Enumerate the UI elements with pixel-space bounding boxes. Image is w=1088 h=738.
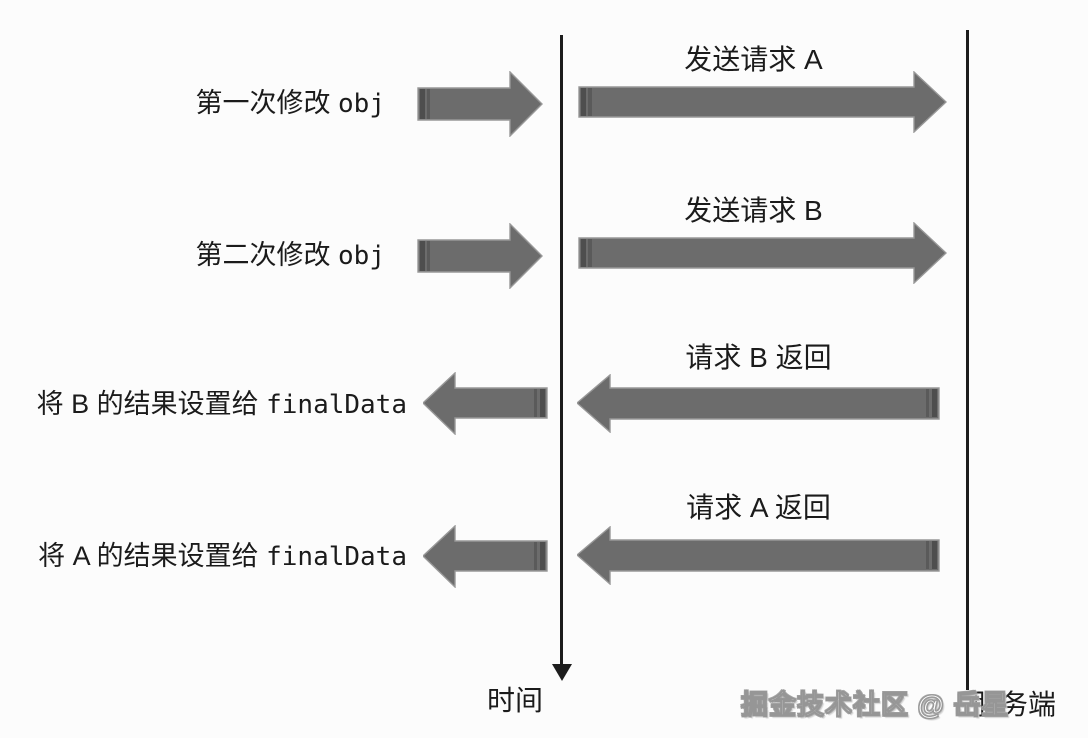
server-lifeline-line xyxy=(966,30,969,690)
client-modify-arrow-icon xyxy=(417,223,543,289)
row-label-code: finalData xyxy=(266,542,407,572)
row-label-text: 第一次修改 xyxy=(195,88,339,118)
row-label-second-modify: 第二次修改 obj xyxy=(196,236,385,274)
timeline-label: 时间 xyxy=(487,685,544,716)
row-label-set-a-result: 将 A 的结果设置给 finalData xyxy=(38,537,407,575)
send-request-b-arrow-icon xyxy=(578,222,947,284)
response-b-arrow-icon xyxy=(577,374,940,433)
response-b-label: 请求 B 返回 xyxy=(685,342,832,373)
client-modify-arrow-icon xyxy=(417,71,543,137)
timeline-arrowhead-icon xyxy=(552,664,572,681)
timeline-axis-line xyxy=(560,35,563,666)
row-label-code: obj xyxy=(338,89,385,119)
row-label-code: finalData xyxy=(266,390,407,420)
set-result-b-arrow-icon xyxy=(423,372,548,435)
row-label-text: 将 A 的结果设置给 xyxy=(38,541,267,571)
send-request-a-label: 发送请求 A xyxy=(684,44,823,75)
set-result-a-arrow-icon xyxy=(423,525,548,588)
response-a-arrow-icon xyxy=(577,526,940,585)
send-request-b-label: 发送请求 B xyxy=(684,195,823,226)
send-request-a-arrow-icon xyxy=(578,71,947,133)
response-a-label: 请求 A 返回 xyxy=(686,492,831,523)
row-label-set-b-result: 将 B 的结果设置给 finalData xyxy=(37,385,407,423)
watermark: 掘金技术社区 @ 岳星 xyxy=(740,690,1010,721)
row-label-code: obj xyxy=(338,241,385,271)
row-label-text: 第二次修改 xyxy=(195,240,339,270)
row-label-first-modify: 第一次修改 obj xyxy=(196,84,385,122)
row-label-text: 将 B 的结果设置给 xyxy=(36,389,267,419)
server-label: 服务端 xyxy=(972,689,1057,720)
